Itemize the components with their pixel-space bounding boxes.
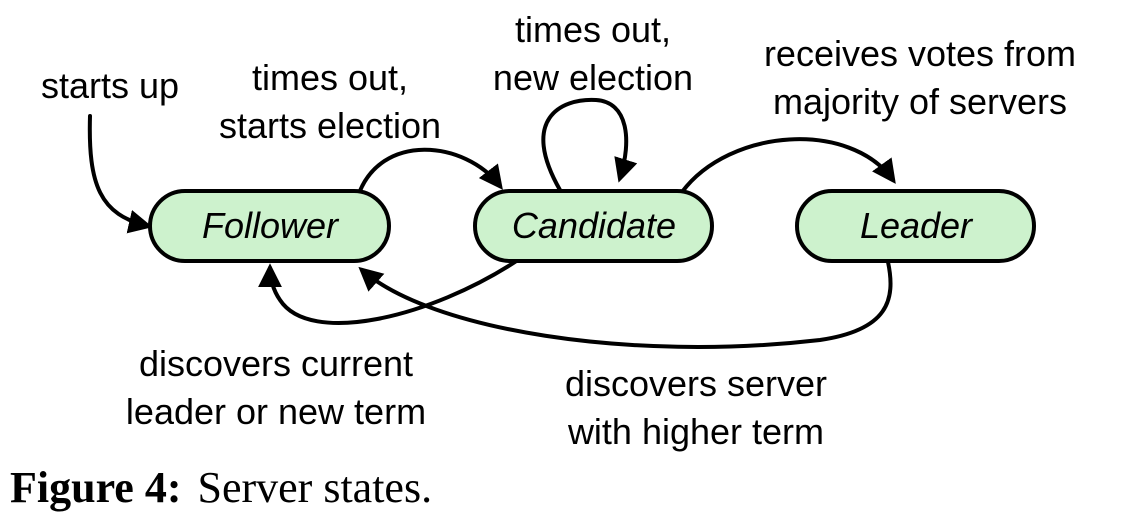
starts-up-label: starts up: [41, 65, 179, 106]
follower-to-candidate-label-line2: starts election: [219, 105, 441, 146]
figure-caption-text: Server states.: [198, 463, 433, 512]
leader-to-follower-arrow: [358, 260, 893, 349]
leader-to-follower-label-line1: discovers server: [565, 363, 827, 404]
candidate-to-follower-arrow: [258, 258, 520, 325]
candidate-to-leader-label-line1: receives votes from: [764, 33, 1076, 74]
candidate-self-loop-arrow: [541, 97, 638, 192]
candidate-to-leader-label-line2: majority of servers: [773, 81, 1067, 122]
leader-node-box: [795, 189, 1036, 263]
follower-node-box: [148, 189, 391, 263]
figure-caption: Figure 4: Server states.: [10, 463, 432, 512]
follower-label: Follower: [202, 205, 340, 246]
candidate-to-follower-label-line1: discovers current: [139, 343, 413, 384]
follower-to-candidate-label-line1: times out,: [252, 57, 408, 98]
candidate-self-label-line1: times out,: [515, 9, 671, 50]
candidate-label: Candidate: [512, 205, 676, 246]
candidate-to-leader-arrow: [680, 137, 896, 194]
leader-label: Leader: [860, 205, 974, 246]
state-leader: Leader: [795, 189, 1036, 263]
candidate-to-follower-label-line2: leader or new term: [126, 391, 426, 432]
figure-caption-label: Figure 4:: [10, 463, 182, 512]
state-follower: Follower: [148, 189, 391, 263]
state-candidate: Candidate: [473, 189, 714, 263]
leader-to-follower-label-line2: with higher term: [567, 411, 824, 452]
candidate-node-box: [473, 189, 714, 263]
candidate-self-label-line2: new election: [493, 57, 693, 98]
starts-up-arrow: [87, 114, 153, 234]
follower-to-candidate-arrow: [356, 147, 503, 198]
